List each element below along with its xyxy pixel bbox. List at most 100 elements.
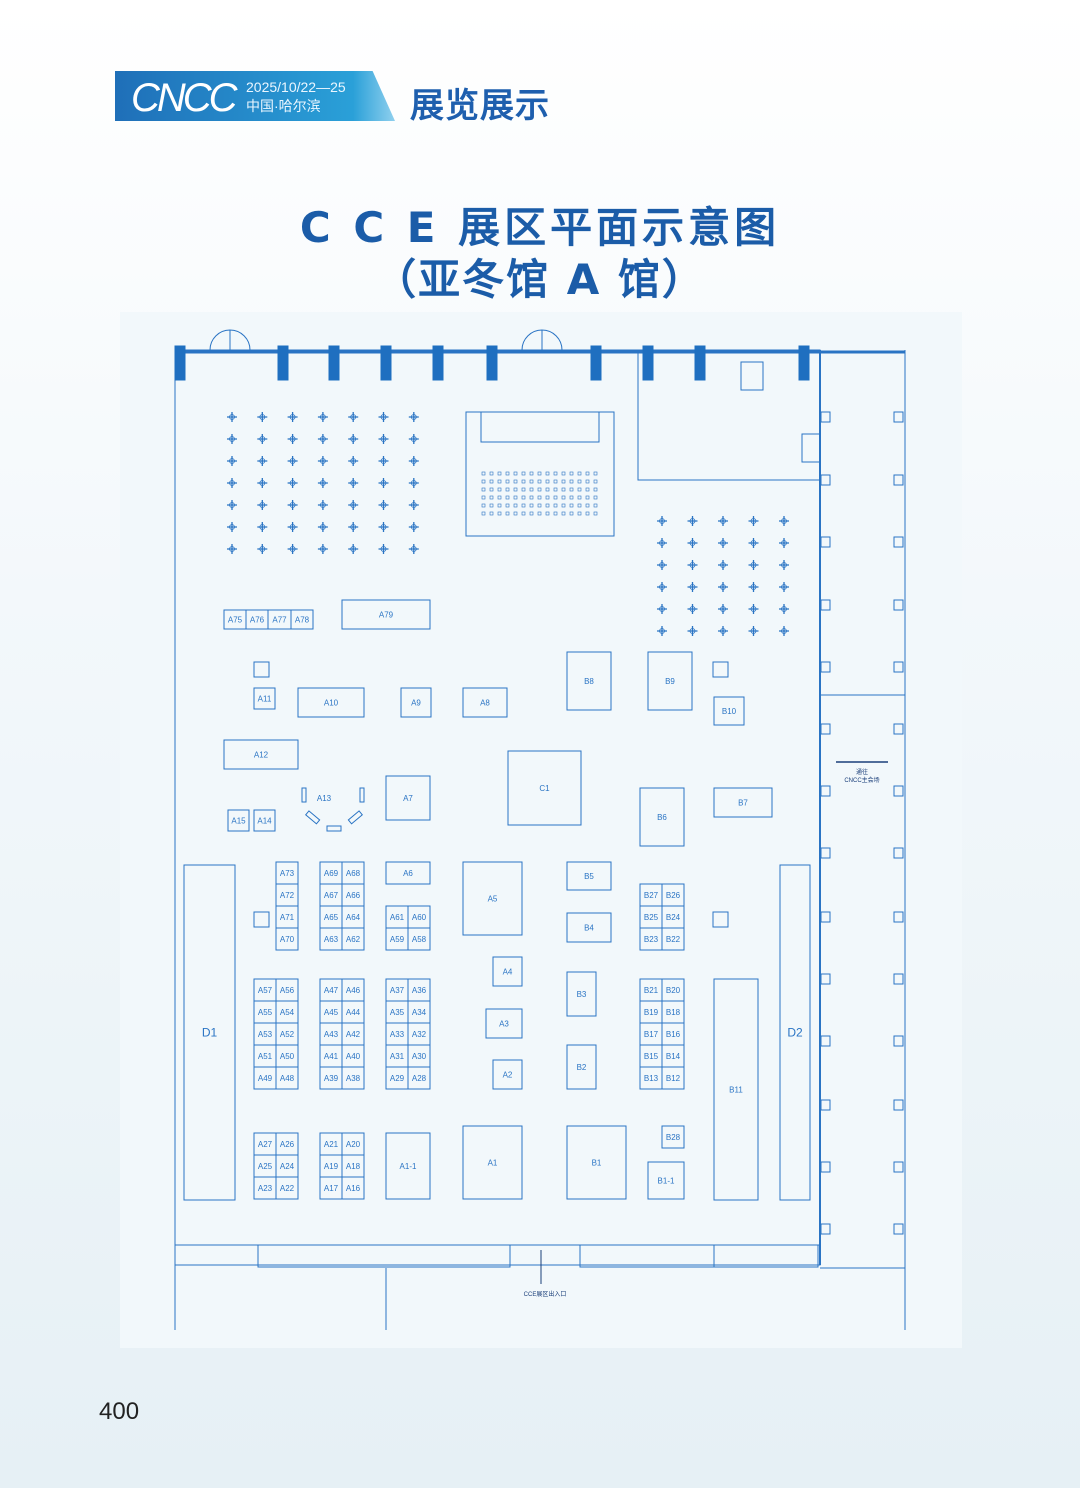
table-icon <box>229 524 235 530</box>
booth-a4[interactable] <box>492 956 523 987</box>
booth-a1[interactable] <box>462 1125 523 1200</box>
booth-b3[interactable] <box>566 971 597 1017</box>
seat <box>585 503 590 508</box>
table-icon <box>687 516 698 526</box>
seat <box>593 511 598 516</box>
booth-b4[interactable] <box>566 912 612 943</box>
booth-label: A38 <box>346 1074 361 1083</box>
seat <box>585 471 590 476</box>
booth-a78[interactable] <box>290 609 314 630</box>
seat <box>545 487 550 492</box>
pillar <box>798 345 810 381</box>
booth-label: A73 <box>280 869 295 878</box>
booth-b12[interactable] <box>661 1066 685 1090</box>
booth-label: A44 <box>346 1008 361 1017</box>
seat <box>545 479 550 484</box>
table-icon <box>657 582 667 592</box>
table-icon <box>718 516 728 526</box>
table-icon <box>781 562 787 568</box>
booth-a22[interactable] <box>275 1176 299 1200</box>
booth-a6[interactable] <box>385 861 431 885</box>
table-icon <box>227 544 237 554</box>
booth-label: A52 <box>280 1030 295 1039</box>
booth-a9[interactable] <box>400 687 432 718</box>
a13-panel <box>301 787 307 803</box>
corridor-label-2: CNCC主会场 <box>844 776 879 784</box>
seat <box>529 511 534 516</box>
booth-d1[interactable] <box>183 864 236 1201</box>
booth-b7[interactable] <box>713 787 773 818</box>
booth-a79[interactable] <box>341 599 431 630</box>
booth-label: A31 <box>390 1052 405 1061</box>
a13-panel <box>305 810 321 825</box>
seat <box>497 495 502 500</box>
booth-a12[interactable] <box>223 739 299 770</box>
table-icon <box>378 412 389 422</box>
booth-a58[interactable] <box>407 927 431 951</box>
booth-a8[interactable] <box>462 687 508 718</box>
table-icon <box>659 606 665 612</box>
seat <box>585 495 590 500</box>
booth-c1[interactable] <box>507 750 582 826</box>
booth-a14[interactable] <box>253 809 276 832</box>
seat <box>553 479 558 484</box>
booth-b22[interactable] <box>661 927 685 951</box>
seat <box>593 479 598 484</box>
booth-label: A62 <box>346 935 361 944</box>
table-icon <box>408 478 419 488</box>
booth-a15[interactable] <box>227 809 250 832</box>
table-icon <box>718 538 728 548</box>
corridor-label: 通往 <box>856 768 868 776</box>
seat <box>537 479 542 484</box>
booth-b5[interactable] <box>566 861 612 891</box>
table-icon <box>227 456 237 466</box>
booth-a1-1[interactable] <box>385 1132 431 1200</box>
booth-label: A16 <box>346 1184 361 1193</box>
table-icon <box>319 436 326 442</box>
booth-b2[interactable] <box>566 1044 597 1090</box>
table-icon <box>289 524 296 530</box>
seat <box>513 479 518 484</box>
header-banner <box>115 71 395 121</box>
booth-a70[interactable] <box>275 927 299 951</box>
booth-a48[interactable] <box>275 1066 299 1090</box>
booth-a2[interactable] <box>492 1059 523 1090</box>
booth-a28[interactable] <box>407 1066 431 1090</box>
table-icon <box>380 436 387 442</box>
booth-a38[interactable] <box>341 1066 365 1090</box>
booth-a11[interactable] <box>253 687 276 710</box>
booth-b11[interactable] <box>713 978 759 1201</box>
booth-b1-1[interactable] <box>647 1161 685 1200</box>
booth-b8[interactable] <box>566 651 612 711</box>
booth-a5[interactable] <box>462 861 523 936</box>
table-icon <box>781 606 787 612</box>
booth-label: A77 <box>272 616 287 625</box>
booth-b1[interactable] <box>566 1125 627 1200</box>
booth-b6[interactable] <box>639 787 685 847</box>
table-icon <box>317 522 328 532</box>
table-icon <box>257 434 268 444</box>
booth-label: A18 <box>346 1162 361 1171</box>
booth-d2[interactable] <box>779 864 811 1201</box>
booth-a16[interactable] <box>341 1176 365 1200</box>
seat <box>481 503 486 508</box>
booth-a10[interactable] <box>297 687 365 718</box>
seat <box>505 503 510 508</box>
post <box>820 536 831 548</box>
table-icon <box>750 628 757 634</box>
table-icon <box>287 456 298 466</box>
table-icon <box>410 480 417 486</box>
seat <box>553 495 558 500</box>
table-icon <box>657 538 667 548</box>
booth-a62[interactable] <box>341 927 365 951</box>
table-icon <box>229 502 235 508</box>
table-icon <box>659 540 665 546</box>
booth-a7[interactable] <box>385 775 431 821</box>
booth-b9[interactable] <box>647 651 693 711</box>
seat <box>521 495 526 500</box>
booth-b10[interactable] <box>713 696 745 726</box>
booth-a3[interactable] <box>485 1008 523 1039</box>
booth-b28[interactable] <box>661 1125 685 1149</box>
post <box>820 847 831 859</box>
